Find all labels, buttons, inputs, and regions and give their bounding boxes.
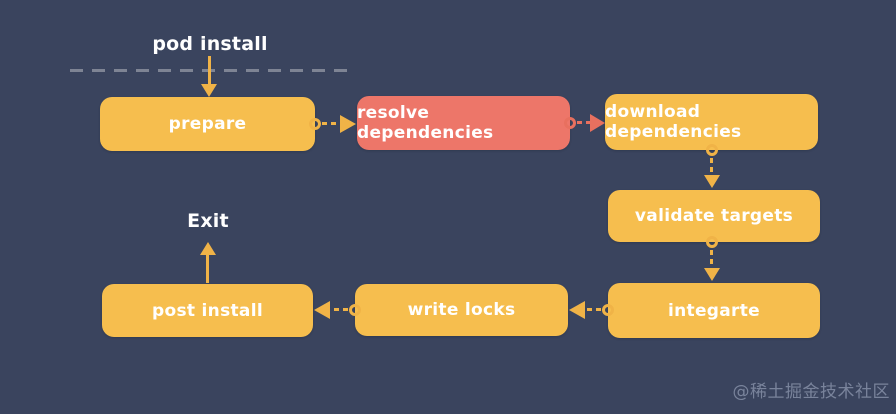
- edge-prepare-resolve-dash: [322, 122, 340, 125]
- edge-postinstall-exit-arrowhead-icon: [200, 242, 216, 255]
- edge-prepare-resolve-arrowhead-icon: [340, 115, 356, 133]
- edge-integarte-writelocks-dash: [587, 308, 601, 311]
- node-prepare: prepare: [100, 97, 315, 151]
- edge-writelocks-postinstall-origin-circle-icon: [349, 304, 361, 316]
- node-write-locks-label: write locks: [407, 300, 516, 320]
- node-resolve-dependencies-label: resolve dependencies: [357, 103, 494, 143]
- edge-integarte-writelocks-arrowhead-icon: [569, 301, 585, 319]
- node-prepare-label: prepare: [168, 114, 247, 134]
- edge-prepare-resolve-origin-circle-icon: [309, 118, 321, 130]
- edge-download-validate-arrowhead-icon: [704, 175, 720, 188]
- edge-validate-integarte-arrowhead-icon: [704, 268, 720, 281]
- node-validate-targets: validate targets: [608, 190, 820, 242]
- edge-validate-integarte-dash: [710, 250, 713, 266]
- edge-resolve-download-arrowhead-icon: [590, 114, 605, 132]
- watermark: @稀土掘金技术社区: [732, 382, 890, 402]
- edge-entry-prepare-line: [208, 56, 211, 86]
- node-validate-targets-label: validate targets: [634, 206, 794, 226]
- edge-integarte-writelocks-origin-circle-icon: [602, 304, 614, 316]
- edge-writelocks-postinstall-dash: [334, 308, 348, 311]
- edge-validate-integarte-origin-circle-icon: [706, 236, 718, 248]
- edge-entry-prepare-arrowhead-icon: [201, 84, 217, 97]
- node-post-install-label: post install: [152, 300, 263, 321]
- node-download-dependencies-label: download dependencies: [605, 102, 742, 142]
- edge-download-validate-origin-circle-icon: [706, 144, 718, 156]
- node-resolve-dependencies: resolve dependencies: [357, 96, 570, 150]
- entry-label: pod install: [152, 33, 268, 55]
- edge-postinstall-exit-line: [206, 254, 209, 283]
- node-integarte-label: integarte: [668, 300, 760, 321]
- edge-resolve-download-dash: [577, 121, 590, 124]
- exit-label: Exit: [187, 210, 229, 232]
- node-post-install: post install: [102, 284, 313, 337]
- edge-download-validate-dash: [710, 158, 713, 174]
- edge-resolve-download-origin-circle-icon: [564, 117, 576, 129]
- node-integarte: integarte: [608, 283, 820, 338]
- node-download-dependencies: download dependencies: [605, 94, 818, 150]
- edge-writelocks-postinstall-arrowhead-icon: [314, 301, 330, 319]
- node-write-locks: write locks: [355, 284, 568, 336]
